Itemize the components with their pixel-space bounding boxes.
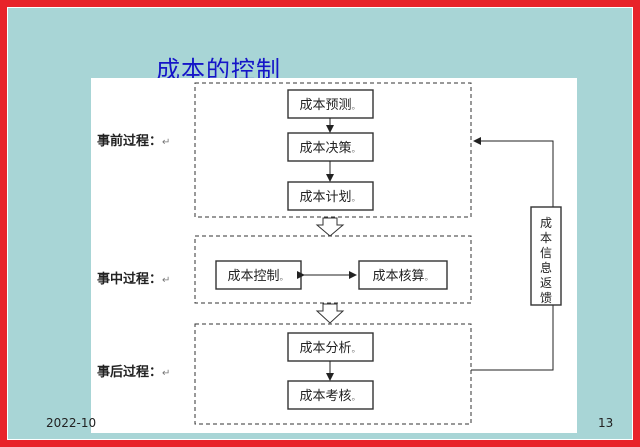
step-box-analysis (287, 332, 374, 362)
diagram-panel: 事前过程：↵ 事中过程：↵ 事后过程：↵ 成本预测。 成本决策。 成本计划。 成… (91, 78, 577, 433)
step-control: 成本控制。 (227, 269, 288, 284)
phase-label-mid: 事中过程：↵ (97, 271, 170, 287)
feedback-char-3: 信 (540, 246, 552, 260)
post-phase-container (194, 323, 472, 425)
feedback-char-6: 馈 (540, 291, 552, 305)
step-accounting: 成本核算。 (372, 269, 433, 284)
phase-label-post: 事后过程：↵ (97, 364, 170, 380)
feedback-line-bottom (471, 305, 554, 371)
step-box-assessment (287, 380, 374, 410)
phase-label-pre: 事前过程：↵ (97, 133, 170, 149)
step-box-plan (287, 181, 374, 211)
hollow-arrow-mid-post (315, 303, 345, 324)
page-number: 13 (598, 416, 614, 430)
feedback-char-1: 成 (540, 216, 552, 230)
step-assessment: 成本考核。 (299, 389, 360, 404)
slide: 成本的控制 事前过程：↵ 事中过程：↵ 事后过程：↵ 成本预测。 成本决策。 成… (7, 7, 633, 440)
step-box-accounting (358, 260, 448, 290)
pre-phase-container (194, 82, 472, 218)
feedback-char-2: 本 (540, 231, 552, 245)
feedback-char-5: 返 (540, 276, 552, 290)
feedback-box (530, 206, 562, 306)
step-box-control (215, 260, 302, 290)
step-analysis: 成本分析。 (299, 341, 360, 356)
feedback-line-top (473, 137, 554, 207)
step-box-decision (287, 132, 374, 162)
feedback-char-4: 息 (540, 260, 552, 275)
cost-control-flowchart: 事前过程：↵ 事中过程：↵ 事后过程：↵ 成本预测。 成本决策。 成本计划。 成… (97, 82, 562, 425)
step-forecast: 成本预测。 (299, 98, 360, 113)
mid-phase-container (194, 235, 472, 304)
hollow-arrow-pre-mid (315, 217, 345, 237)
step-decision: 成本决策。 (299, 140, 360, 156)
step-plan: 成本计划。 (299, 190, 360, 205)
footer-date: 2022-10 (46, 416, 97, 430)
